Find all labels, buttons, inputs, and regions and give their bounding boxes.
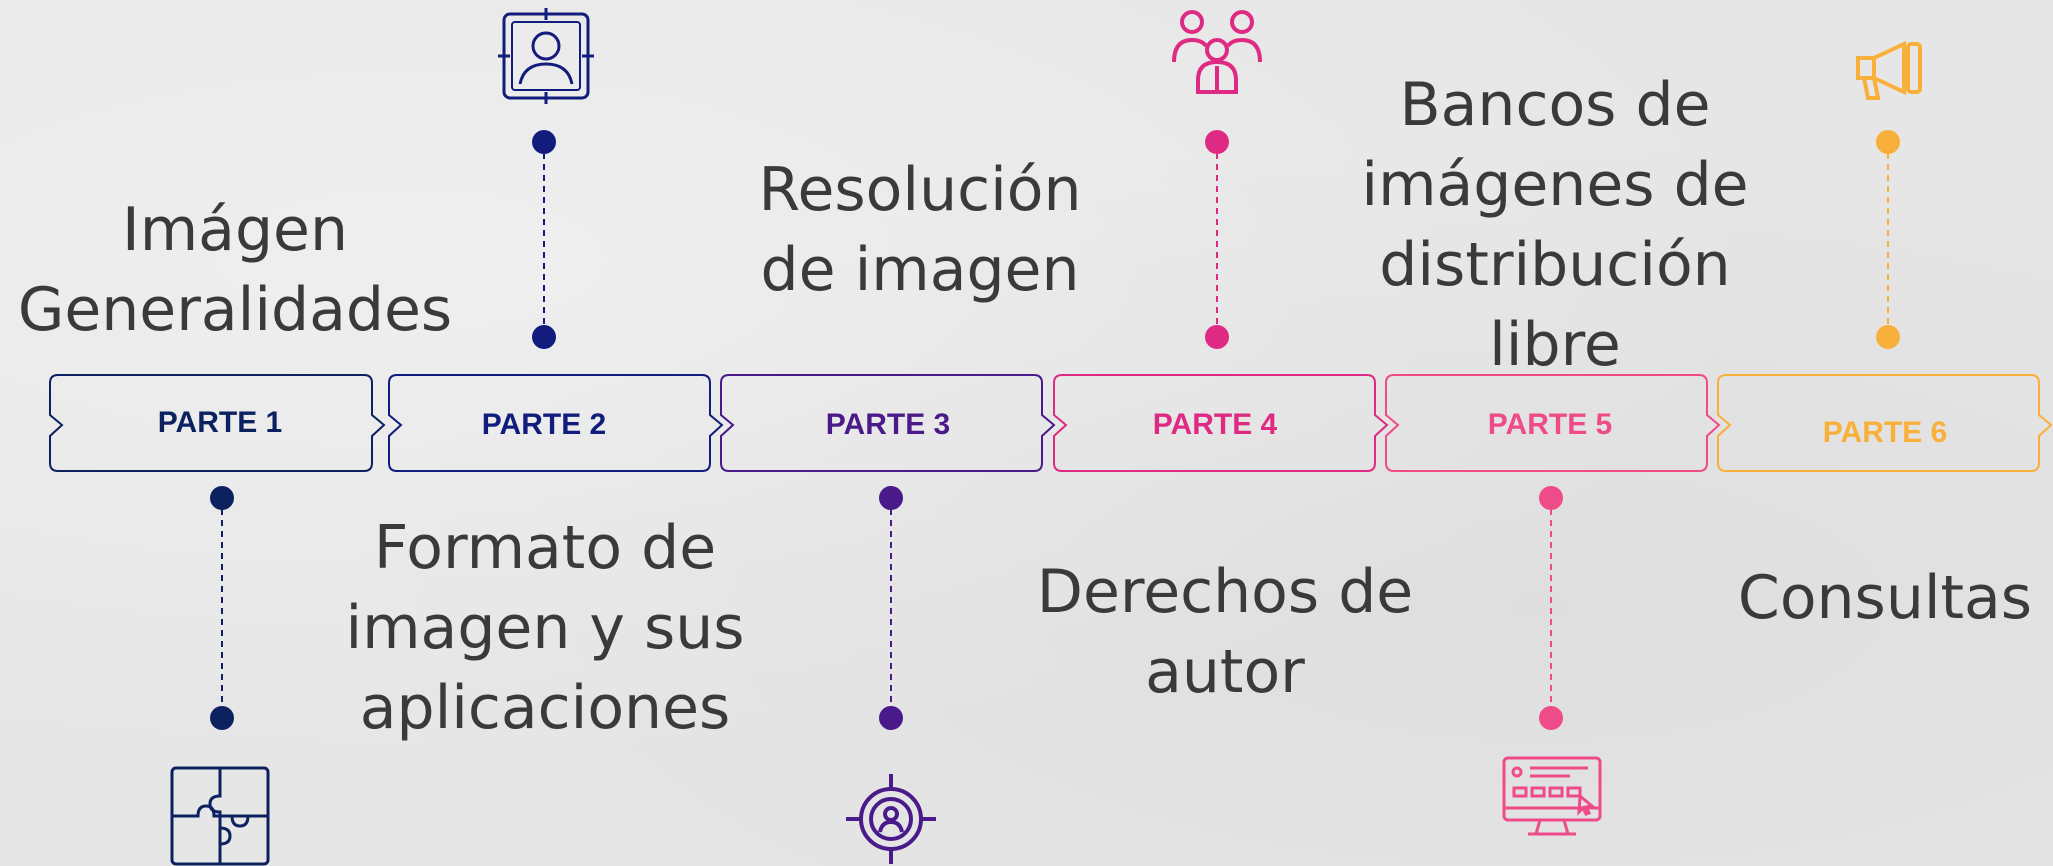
part-box-2 — [388, 374, 724, 472]
connector-dot-6b — [1876, 325, 1900, 349]
topic-2-line-3: aplicaciones — [359, 673, 731, 743]
connector-dot-1b — [210, 706, 234, 730]
connector-dot-2b — [532, 325, 556, 349]
connector-dot-4b — [1205, 325, 1229, 349]
connector-dot-1a — [210, 486, 234, 510]
topic-1-line-1: Imágen — [122, 195, 348, 265]
profile-frame-icon — [498, 8, 594, 104]
target-user-icon — [846, 774, 936, 864]
part-box-6 — [1717, 374, 2053, 472]
part-box-4 — [1053, 374, 1389, 472]
topic-3-line-1: Resolución — [758, 155, 1082, 225]
topic-5-line-3: distribución — [1379, 230, 1731, 300]
monitor-icon — [1500, 756, 1604, 838]
part-label-2: PARTE 2 — [481, 408, 607, 441]
topic-1-line-2: Generalidades — [17, 275, 453, 345]
topic-6: Consultas — [1720, 558, 2050, 638]
topic-5-line-4: libre — [1489, 310, 1621, 380]
connector-dot-5a — [1539, 486, 1563, 510]
connector-dot-5b — [1539, 706, 1563, 730]
connector-dot-3b — [879, 706, 903, 730]
part-box-1 — [49, 374, 386, 472]
group-people-icon — [1170, 8, 1264, 94]
topic-5-line-1: Bancos de — [1399, 70, 1711, 140]
connector-dot-2a — [532, 130, 556, 154]
connector-dot-3a — [879, 486, 903, 510]
part-label-3: PARTE 3 — [825, 408, 951, 441]
part-label-5: PARTE 5 — [1487, 408, 1613, 441]
topic-5: Bancos de imágenes de distribución libre — [1345, 65, 1765, 385]
part-box-5 — [1385, 374, 1721, 472]
part-label-4: PARTE 4 — [1152, 408, 1278, 441]
puzzle-icon — [170, 766, 270, 866]
topic-1: Imágen Generalidades — [0, 190, 470, 350]
topic-4-line-1: Derechos de — [1036, 557, 1414, 627]
topic-2-line-1: Formato de — [373, 513, 717, 583]
topic-3: Resolución de imagen — [720, 150, 1120, 310]
topic-5-line-2: imágenes de — [1361, 150, 1749, 220]
topic-4: Derechos de autor — [1010, 552, 1440, 712]
topic-2-line-2: imagen y sus — [345, 593, 745, 663]
topic-3-line-2: de imagen — [760, 235, 1080, 305]
topic-4-line-2: autor — [1145, 637, 1305, 707]
part-label-1: PARTE 1 — [157, 406, 283, 439]
megaphone-icon — [1854, 38, 1924, 102]
part-box-3 — [720, 374, 1056, 472]
part-label-6: PARTE 6 — [1822, 416, 1948, 449]
topic-2: Formato de imagen y sus aplicaciones — [330, 508, 760, 748]
topic-6-line-1: Consultas — [1737, 563, 2033, 633]
connector-dot-4a — [1205, 130, 1229, 154]
connector-dot-6a — [1876, 130, 1900, 154]
